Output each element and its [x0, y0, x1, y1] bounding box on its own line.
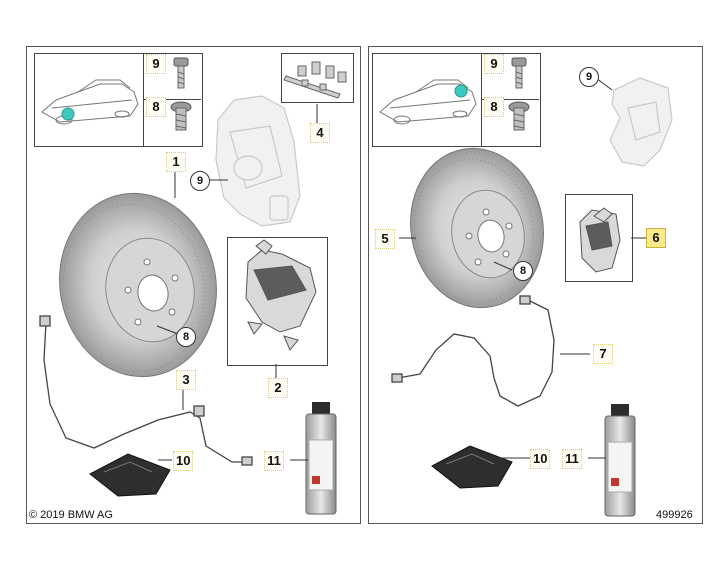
spray-can-icon [604, 404, 636, 517]
label-spray: 11 [264, 451, 284, 471]
paste-packet-icon [89, 453, 171, 497]
label-paste: 10 [530, 449, 551, 469]
clip-set-icon [283, 61, 347, 99]
label-sensor: 7 [593, 344, 613, 364]
brake-pad-icon [579, 207, 621, 273]
label-pads: 2 [268, 378, 288, 398]
nut-icon [508, 101, 530, 131]
label-disc: 1 [166, 152, 186, 172]
bolt-icon [511, 57, 527, 89]
left-header-mid-divider [143, 99, 201, 100]
label-sensor: 3 [176, 370, 196, 390]
bolt-icon [173, 57, 189, 89]
wear-sensor-icon [39, 315, 253, 466]
callout-bolt-hub: 8 [176, 327, 196, 347]
label-pads: 6 [646, 228, 666, 248]
location-marker-icon [454, 84, 468, 98]
callout-bolt-hub: 8 [513, 261, 533, 281]
label-bolt-header: 9 [484, 54, 504, 74]
callout-caliper: 9 [579, 67, 599, 87]
paste-packet-icon [431, 445, 513, 489]
brake-pad-icon [245, 239, 317, 351]
wear-sensor-icon [391, 295, 555, 407]
label-clips: 4 [310, 123, 330, 143]
label-nut-header: 8 [484, 97, 504, 117]
brake-disc-icon [410, 147, 544, 309]
brake-disc-icon [59, 192, 217, 378]
label-spray: 11 [562, 449, 582, 469]
brake-caliper-icon [609, 77, 673, 167]
location-marker-icon [61, 107, 75, 121]
label-paste: 10 [173, 451, 194, 471]
label-nut-header: 8 [146, 97, 166, 117]
image-id-text: 499926 [656, 509, 693, 521]
label-disc: 5 [375, 229, 395, 249]
copyright-text: © 2019 BMW AG [29, 509, 113, 521]
spray-can-icon [305, 402, 337, 515]
label-bolt-header: 9 [146, 54, 166, 74]
right-header-mid-divider [481, 99, 539, 100]
car-outline-icon [41, 79, 139, 125]
leader-lines-right [399, 77, 646, 459]
brake-caliper-icon [215, 95, 301, 227]
leader-lines-left [156, 104, 318, 461]
nut-icon [170, 101, 192, 131]
callout-caliper: 9 [190, 171, 210, 191]
